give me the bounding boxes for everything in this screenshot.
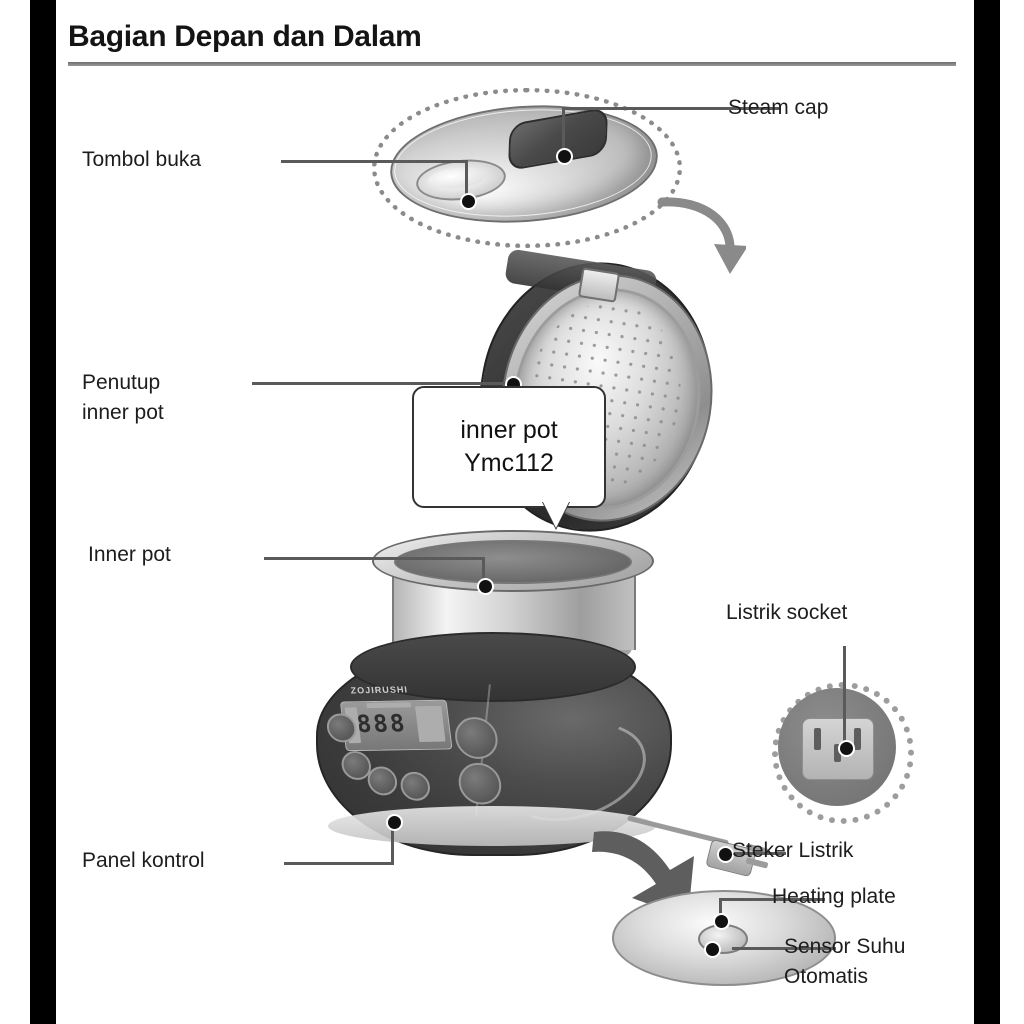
leader-line-inner-pot <box>264 557 484 560</box>
leader-dot-steker <box>717 846 734 863</box>
control-panel-illustration: ZOJIRUSHI 888 <box>325 684 504 807</box>
callout-label-sensor-suhu: Sensor Suhu Otomatis <box>784 932 905 992</box>
scan-bar-left <box>30 0 56 1024</box>
leader-line-heating-plate-drop <box>719 898 722 920</box>
brand-mark: ZOJIRUSHI <box>350 684 409 696</box>
title-divider <box>68 62 956 66</box>
socket-slot-right <box>854 728 861 750</box>
leader-dot-heating-plate <box>713 913 730 930</box>
callout-label-penutup-inner-pot: Penutup inner pot <box>82 368 164 428</box>
leader-dot-steam-cap <box>556 148 573 165</box>
callout-label-penutup-line2: inner pot <box>82 401 164 424</box>
lid-assembly-arrow-icon <box>657 197 746 274</box>
leader-line-tombol-buka-drop <box>465 160 468 200</box>
lid-dotted-outline <box>372 88 682 248</box>
leader-line-panel-rise <box>391 822 394 864</box>
inner-lid-release-tab <box>577 267 621 303</box>
callout-label-sensor-line1: Sensor Suhu <box>784 935 906 958</box>
socket-slot-left <box>814 728 821 750</box>
lcd-digits: 888 <box>355 709 409 739</box>
inner-pot-cavity <box>394 540 632 584</box>
leader-dot-panel <box>386 814 403 831</box>
leader-dot-inner-pot <box>477 578 494 595</box>
annotation-bubble: inner pot Ymc112 <box>412 386 606 508</box>
socket-ground-pin <box>834 744 841 762</box>
leader-line-penutup <box>252 382 512 385</box>
timer-button[interactable] <box>366 766 399 796</box>
callout-label-penutup-line1: Penutup <box>82 371 161 394</box>
callout-label-inner-pot: Inner pot <box>88 543 171 566</box>
leader-line-inner-pot-drop <box>482 557 485 585</box>
leader-line-steam-cap <box>681 107 781 110</box>
manual-sheet: Bagian Depan dan Dalam <box>56 0 974 1024</box>
leader-line-steam-cap-drop <box>562 107 565 155</box>
callout-label-steam-cap: Steam cap <box>728 96 829 119</box>
callout-label-panel-kontrol: Panel kontrol <box>82 849 205 872</box>
callout-label-sensor-line2: Otomatis <box>784 965 869 988</box>
callout-label-listrik-socket: Listrik socket <box>726 601 848 624</box>
callout-label-heating-plate: Heating plate <box>772 885 896 908</box>
rice-cooker-body-illustration: ZOJIRUSHI 888 <box>306 630 686 880</box>
leader-line-panel <box>284 862 394 865</box>
power-socket-illustration <box>772 682 914 824</box>
cancel-button[interactable] <box>398 771 432 801</box>
leader-line-heating-plate <box>719 898 825 901</box>
page-title: Bagian Depan dan Dalam <box>68 20 422 53</box>
callout-label-tombol-buka: Tombol buka <box>82 148 202 171</box>
heating-plate-illustration <box>612 890 842 1010</box>
annotation-bubble-line2: Ymc112 <box>464 449 554 477</box>
leader-dot-tombol-buka <box>460 193 477 210</box>
scan-bar-right <box>974 0 1000 1024</box>
leader-dot-socket <box>838 740 855 757</box>
leader-line-tombol-buka <box>281 160 466 163</box>
body-top-opening <box>350 632 636 702</box>
leader-line-socket <box>843 646 846 744</box>
leader-dot-sensor <box>704 941 721 958</box>
lcd-right-legend <box>415 705 446 742</box>
leader-line-steam-cap-join <box>562 107 683 110</box>
lcd-top-legend <box>366 702 412 709</box>
annotation-bubble-text: inner pot Ymc112 <box>460 414 557 480</box>
annotation-bubble-line1: inner pot <box>460 416 558 444</box>
leader-line-steker <box>728 852 786 855</box>
leader-line-sensor <box>732 947 836 950</box>
lid-assembly-illustration <box>372 88 682 248</box>
annotation-bubble-tail <box>542 500 570 528</box>
callout-label-steker-listrik: Steker Listrik <box>732 839 854 862</box>
